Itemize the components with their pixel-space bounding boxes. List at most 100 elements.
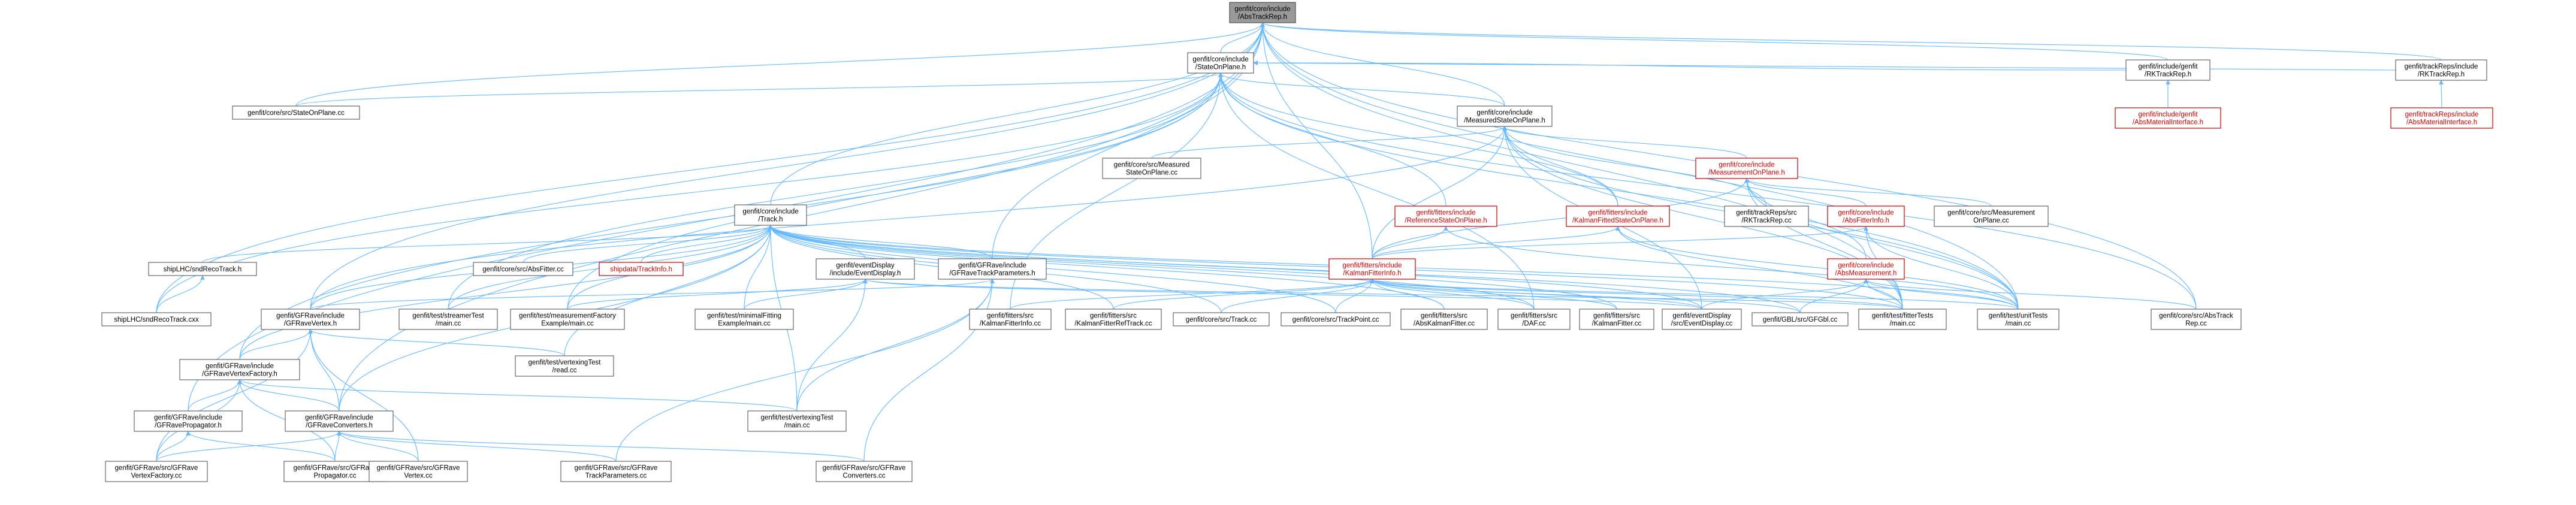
node-box bbox=[1751, 312, 1849, 326]
node-rktrackrep-cc[interactable]: genfit/trackReps/src/RKTrackRep.cc bbox=[1724, 205, 1809, 227]
node-box bbox=[1229, 2, 1296, 23]
node-label: genfit/core/include bbox=[1838, 262, 1894, 270]
edge-gfrave_conv_h-gfrave_vfactory_cc bbox=[156, 431, 342, 462]
node-kfreftrack-cc[interactable]: genfit/fitters/src/KalmanFitterRefTrack.… bbox=[1065, 309, 1162, 330]
node-box bbox=[1187, 52, 1254, 74]
edge-gfrave_params_h-gfrave_conv_cc bbox=[863, 279, 995, 462]
node-label: /KalmanFitterRefTrack.cc bbox=[1074, 320, 1152, 328]
node-measuredsop-h[interactable]: genfit/core/include/MeasuredStateOnPlane… bbox=[1457, 105, 1553, 127]
edge-track_h-trackpoint_cc bbox=[768, 225, 1336, 313]
node-refsop-h[interactable]: genfit/fitters/include/ReferenceStateOnP… bbox=[1394, 205, 1497, 227]
node-box bbox=[1858, 309, 1947, 330]
edge-kfinfo_h-abskf_cc bbox=[1370, 279, 1445, 310]
node-track-cc[interactable]: genfit/core/src/Track.cc bbox=[1173, 312, 1270, 326]
edge-kfinfo_h-fittertests_main bbox=[1370, 279, 1903, 310]
node-label: /GFRavePropagator.h bbox=[155, 422, 222, 430]
node-label: /main.cc bbox=[1890, 320, 1916, 328]
node-box bbox=[1497, 309, 1571, 330]
node-stateonplane-h[interactable]: genfit/core/include/StateOnPlane.h bbox=[1187, 52, 1254, 74]
node-fittertests-main[interactable]: genfit/test/fitterTests/main.cc bbox=[1858, 309, 1947, 330]
node-gbl-cc[interactable]: genfit/GBL/src/GFGbl.cc bbox=[1751, 312, 1849, 326]
node-eventdisplay-h[interactable]: genfit/eventDisplay/include/EventDisplay… bbox=[816, 258, 915, 280]
node-gfrave-conv-h[interactable]: genfit/GFRave/include/GFRaveConverters.h bbox=[285, 410, 394, 432]
node-label: genfit/test/fitterTests bbox=[1872, 313, 1934, 320]
node-rktrackreps-h[interactable]: genfit/trackReps/include/RKTrackRep.h bbox=[2395, 59, 2487, 81]
node-ship-reco-h[interactable]: shipLHC/sndRecoTrack.h bbox=[148, 262, 257, 276]
edge-kfinfo_h-kf_cc bbox=[1370, 279, 1617, 310]
node-meas-on-plane-cc[interactable]: genfit/core/src/MeasurementOnPlane.cc bbox=[1934, 205, 2049, 227]
node-absmat-trackreps[interactable]: genfit/trackReps/include/AbsMaterialInte… bbox=[2390, 107, 2493, 129]
edge-eventdisplay_h-measfactory_main bbox=[567, 279, 868, 310]
edge-stateonplane_h-measuredsop_h bbox=[1218, 72, 1505, 107]
node-box bbox=[1827, 205, 1905, 227]
node-abstrackrep-cc[interactable]: genfit/core/src/AbsTrackRep.cc bbox=[2151, 309, 2242, 330]
node-minimal-main[interactable]: genfit/test/minimalFittingExample/main.c… bbox=[694, 309, 794, 330]
node-box bbox=[1102, 158, 1201, 179]
node-kfinfo-h[interactable]: genfit/fitters/include/KalmanFitterInfo.… bbox=[1328, 258, 1416, 280]
node-gfrave-vfactory-cc[interactable]: genfit/GFRave/src/GFRaveVertexFactory.cc bbox=[105, 461, 208, 482]
edge-abstrackrep_h-kfinfo_h bbox=[1260, 22, 1373, 259]
edge-absmeasurement_h-abstrackrep_cc bbox=[1864, 279, 2197, 310]
node-label: genfit/fitters/include bbox=[1342, 262, 1402, 270]
node-label: Rep.cc bbox=[2185, 320, 2207, 328]
node-gfrave-prop-h[interactable]: genfit/GFRave/include/GFRavePropagator.h bbox=[134, 410, 243, 432]
node-gfrave-params-cc[interactable]: genfit/GFRave/src/GFRaveTrackParameters.… bbox=[560, 461, 672, 482]
node-box bbox=[1934, 205, 2049, 227]
node-kfinfo-cc[interactable]: genfit/fitters/src/KalmanFitterInfo.cc bbox=[969, 309, 1052, 330]
node-trackpoint-cc[interactable]: genfit/core/src/TrackPoint.cc bbox=[1281, 312, 1391, 326]
node-eventdisplay-cc[interactable]: genfit/eventDisplay/src/EventDisplay.cc bbox=[1662, 309, 1742, 330]
edge-kfinfo_h-trackpoint_cc bbox=[1335, 279, 1375, 313]
node-label: genfit/fitters/src bbox=[1511, 313, 1557, 320]
node-label: /GFRaveTrackParameters.h bbox=[949, 270, 1035, 277]
node-box bbox=[232, 105, 360, 120]
node-label: /Track.h bbox=[758, 216, 783, 223]
node-gfrave-vfactory-h[interactable]: genfit/GFRave/include/GFRaveVertexFactor… bbox=[179, 359, 300, 380]
node-streamer-main[interactable]: genfit/test/streamerTest/main.cc bbox=[398, 309, 498, 330]
edge-gfrave_conv_h-gfrave_prop_cc bbox=[334, 431, 342, 462]
node-absmat-genfit[interactable]: genfit/include/genfit/AbsMaterialInterfa… bbox=[2115, 107, 2221, 129]
node-label: /AbsTrackRep.h bbox=[1238, 14, 1287, 21]
node-absfitterinfo-h[interactable]: genfit/core/include/AbsFitterInfo.h bbox=[1827, 205, 1905, 227]
node-kf-cc[interactable]: genfit/fitters/src/KalmanFitter.cc bbox=[1579, 309, 1654, 330]
node-box bbox=[694, 309, 794, 330]
node-label: /MeasurementOnPlane.h bbox=[1708, 170, 1785, 177]
node-label: /KalmanFitterInfo.cc bbox=[980, 320, 1041, 328]
edge-kfinfo_h-unittests_main bbox=[1370, 279, 2019, 310]
node-ship-reco-cxx[interactable]: shipLHC/sndRecoTrack.cxx bbox=[101, 312, 212, 326]
node-box bbox=[261, 309, 360, 330]
node-gfrave-conv-cc[interactable]: genfit/GFRave/src/GFRaveConverters.cc bbox=[816, 461, 913, 482]
node-absfitter-cc[interactable]: genfit/core/src/AbsFitter.cc bbox=[473, 262, 573, 276]
node-abskf-cc[interactable]: genfit/fitters/src/AbsKalmanFitter.cc bbox=[1400, 309, 1488, 330]
node-label: genfit/core/src/TrackPoint.cc bbox=[1292, 316, 1379, 323]
node-trackinfo-h[interactable]: shipdata/TrackInfo.h bbox=[599, 262, 684, 276]
node-label: shipLHC/sndRecoTrack.h bbox=[164, 266, 242, 273]
node-label: genfit/fitters/include bbox=[1588, 210, 1647, 217]
node-box bbox=[599, 262, 684, 276]
node-label: shipdata/TrackInfo.h bbox=[610, 266, 672, 273]
node-gfrave-vertex-h[interactable]: genfit/GFRave/include/GFRaveVertex.h bbox=[261, 309, 360, 330]
node-gfrave-vertex-cc[interactable]: genfit/GFRave/src/GFRaveVertex.cc bbox=[369, 461, 468, 482]
node-absmeasurement-h[interactable]: genfit/core/include/AbsMeasurement.h bbox=[1827, 258, 1905, 280]
node-unittests-main[interactable]: genfit/test/unitTests/main.cc bbox=[1977, 309, 2059, 330]
node-vtxtest-main[interactable]: genfit/test/vertexingTest/main.cc bbox=[747, 410, 847, 432]
edge-measuredsop_h-measuredsop_cc bbox=[1151, 126, 1507, 159]
edge-abstrackrep_h-stateonplane_cc bbox=[295, 22, 1265, 107]
node-measfactory-main[interactable]: genfit/test/measurementFactoryExample/ma… bbox=[510, 309, 625, 330]
node-kfsop-h[interactable]: genfit/fitters/include/KalmanFittedState… bbox=[1566, 205, 1670, 227]
node-meas-on-plane-h[interactable]: genfit/core/include/MeasurementOnPlane.h bbox=[1695, 158, 1798, 179]
node-vtxread-cc[interactable]: genfit/test/vertexingTest/read.cc bbox=[515, 355, 614, 377]
edge-eventdisplay_h-eventdisplay_cc bbox=[863, 279, 1702, 310]
node-track-h[interactable]: genfit/core/include/Track.h bbox=[734, 204, 807, 226]
node-box bbox=[816, 258, 915, 280]
node-abstrackrep-h[interactable]: genfit/core/include/AbsTrackRep.h bbox=[1229, 2, 1296, 23]
node-gfrave-params-h[interactable]: genfit/GFRave/include/GFRaveTrackParamet… bbox=[938, 258, 1047, 280]
node-stateonplane-cc[interactable]: genfit/core/src/StateOnPlane.cc bbox=[232, 105, 360, 120]
edge-stateonplane_h-daf_cc bbox=[1218, 72, 1535, 310]
node-measuredsop-cc[interactable]: genfit/core/src/MeasuredStateOnPlane.cc bbox=[1102, 158, 1201, 179]
node-daf-cc[interactable]: genfit/fitters/src/DAF.cc bbox=[1497, 309, 1571, 330]
edge-absmeasurement_h-eventdisplay_cc bbox=[1701, 279, 1868, 310]
node-rktrackrep-h[interactable]: genfit/include/genfit/RKTrackRep.h bbox=[2125, 59, 2210, 81]
node-box bbox=[1457, 105, 1553, 127]
node-label: genfit/GFRave/include bbox=[958, 262, 1026, 270]
node-label: /main.cc bbox=[2006, 320, 2031, 328]
